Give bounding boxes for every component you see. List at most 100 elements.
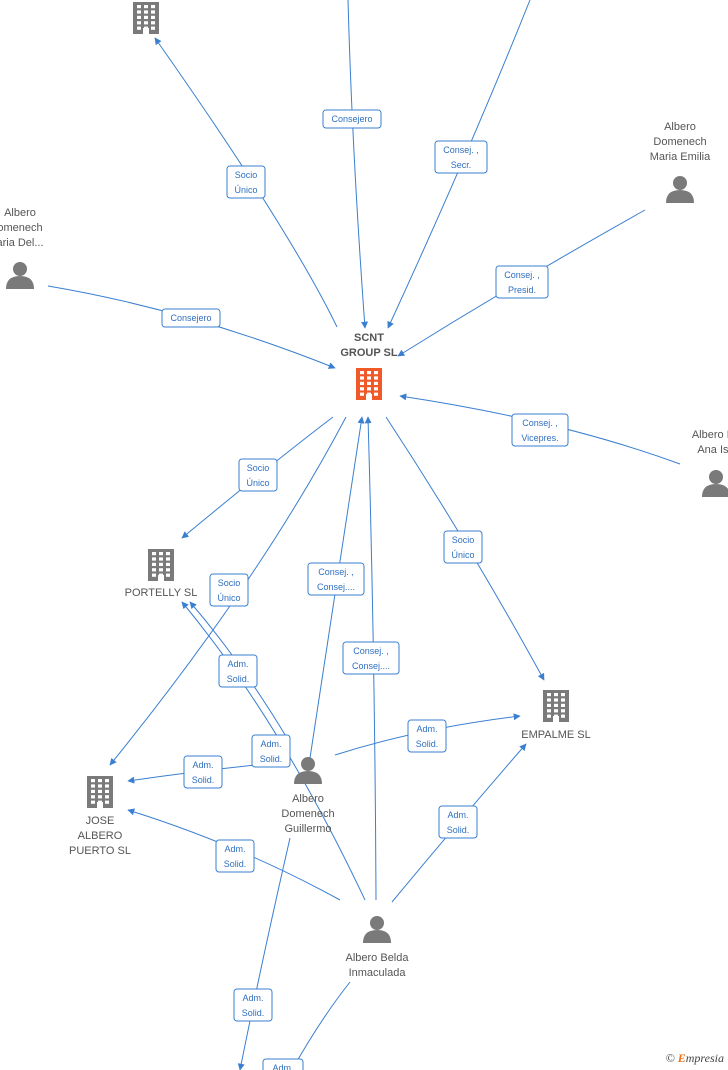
edge-label-text: Solid. [416, 739, 439, 749]
edge-e2 [347, 0, 369, 329]
edge-label-text: Consej. , [353, 646, 389, 656]
edge-e1 [154, 37, 338, 328]
edge-label-e12[interactable]: Adm. Solid. [218, 654, 258, 688]
edge-label-box [209, 573, 249, 607]
edge-label-box [438, 805, 478, 839]
brand-rest: mpresia [685, 1051, 724, 1065]
edge-label-text: Socio [247, 463, 270, 473]
node-portelly[interactable]: PORTELLY SL [125, 549, 198, 599]
edge-label-text: Adm. [227, 659, 248, 669]
node-label: EMPALME SL [521, 729, 591, 741]
edge-label-box [233, 988, 273, 1022]
node-label: Ana Isa [697, 444, 728, 456]
edge-label-text: Socio [235, 170, 258, 180]
edge-label-text: Adm. [272, 1063, 293, 1070]
edge-label-box [218, 654, 258, 688]
brand-initial: E [677, 1051, 686, 1065]
edge-label-box [495, 265, 549, 299]
edge-label-text: Adm. [416, 724, 437, 734]
edge-label-text: Solid. [447, 825, 470, 835]
building-icon [148, 549, 174, 581]
edge-e18 [237, 837, 291, 1070]
edge-label-text: Socio [218, 578, 241, 588]
node-label: PUERTO SL [69, 845, 131, 857]
edge-e19 [291, 981, 351, 1070]
edge-label-text: Consej. , [443, 145, 479, 155]
edge-label-box [251, 734, 291, 768]
edge-label-e3[interactable]: Consej. , Secr. [434, 140, 488, 174]
edge-label-text: Solid. [260, 754, 283, 764]
node-label: Guillermo [284, 823, 331, 835]
edge-label-e6[interactable]: Consej. ,Vicepres. [511, 413, 569, 447]
edge-label-text: Presid. [508, 285, 536, 295]
edge-label-text: Solid. [227, 674, 250, 684]
edge-label-text: Solid. [224, 859, 247, 869]
edge-label-text: Solid. [192, 775, 215, 785]
copyright-symbol: © [665, 1051, 675, 1065]
empresia-watermark: © Empresia [666, 1051, 724, 1066]
person-icon [6, 262, 34, 289]
edge-label-text: Único [451, 550, 474, 560]
building-icon [543, 690, 569, 722]
edge-label-box [215, 839, 255, 873]
node-label: Albero [664, 121, 696, 133]
edge-label-e15[interactable]: Adm. Solid. [407, 719, 447, 753]
node-label: omenech [0, 222, 43, 234]
edge-label-box [322, 109, 382, 129]
edge-label-text: Consej. , [318, 567, 354, 577]
edge-label-text: Consej. , [504, 270, 540, 280]
edge-label-box [161, 308, 221, 328]
edge-label-e17[interactable]: Adm.Solid. [438, 805, 478, 839]
node-empalme[interactable]: EMPALME SL [521, 690, 591, 741]
node-label: Domenech [653, 136, 706, 148]
node-label: Albero [292, 793, 324, 805]
edge-label-box [226, 165, 266, 199]
edge-label-e19[interactable]: Adm. [262, 1058, 304, 1070]
building-icon [87, 776, 113, 808]
node-label: Inmaculada [349, 967, 407, 979]
edge-label-text: Consejero [170, 313, 211, 323]
edge-label-e16[interactable]: Adm. Solid. [215, 839, 255, 873]
edge-label-box [262, 1058, 304, 1070]
edge-label-text: Adm. [224, 844, 245, 854]
node-top-company[interactable] [133, 2, 159, 34]
node-scnt-group[interactable]: SCNT GROUP SL [340, 332, 398, 400]
node-albero-belda-ana-isabel[interactable]: Albero Be Ana Isa [692, 429, 728, 497]
edge-label-text: Secr. [451, 160, 472, 170]
edge-label-text: Único [234, 185, 257, 195]
edge-label-box [511, 413, 569, 447]
person-icon [294, 757, 322, 784]
edge-label-e13[interactable]: Adm. Solid. [251, 734, 291, 768]
edge-label-text: Adm. [260, 739, 281, 749]
edge-label-text: Consejero [331, 114, 372, 124]
edge-label-e5[interactable]: Consejero [161, 308, 221, 328]
node-label: ALBERO [78, 830, 123, 842]
edge-label-e14[interactable]: Adm.Solid. [183, 755, 223, 789]
edge-label-text: Solid. [242, 1008, 265, 1018]
node-label: Albero Be [692, 429, 728, 441]
edge-label-text: Único [246, 478, 269, 488]
node-label: SCNT [354, 332, 384, 344]
edge-label-e4[interactable]: Consej. , Presid. [495, 265, 549, 299]
edge-label-box [342, 641, 400, 675]
edge-label-e11[interactable]: Consej. ,Consej.... [342, 641, 400, 675]
edges-layer [47, 0, 681, 1070]
building-icon [133, 2, 159, 34]
edge-label-e10[interactable]: Consej. ,Consej.... [307, 562, 365, 596]
edge-label-e2[interactable]: Consejero [322, 109, 382, 129]
edge-label-e18[interactable]: Adm.Solid. [233, 988, 273, 1022]
node-label: GROUP SL [340, 347, 398, 359]
edge-label-box [238, 458, 278, 492]
person-icon [363, 916, 391, 943]
